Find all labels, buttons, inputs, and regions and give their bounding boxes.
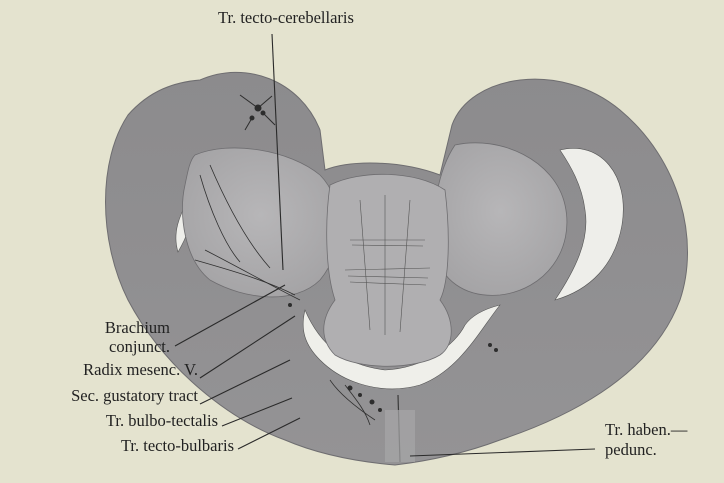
- label-radix-mesenc: Radix mesenc. V.: [0, 360, 198, 379]
- label-haben-pedunc-line1: Tr. haben.—: [605, 420, 723, 439]
- label-haben-pedunc-line2: pedunc.: [605, 440, 723, 459]
- label-tecto-cerebellaris: Tr. tecto-cerebellaris: [218, 8, 458, 27]
- central-commissure: [324, 174, 452, 366]
- ventral-light-band: [385, 410, 415, 462]
- label-bulbo-tectalis: Tr. bulbo-tectalis: [0, 411, 218, 430]
- label-brachium-conjunct-line2: conjunct.: [30, 337, 170, 356]
- label-tecto-bulbaris: Tr. tecto-bulbaris: [0, 436, 234, 455]
- label-brachium-conjunct-line1: Brachium: [30, 318, 170, 337]
- label-sec-gustatory: Sec. gustatory tract: [0, 386, 198, 405]
